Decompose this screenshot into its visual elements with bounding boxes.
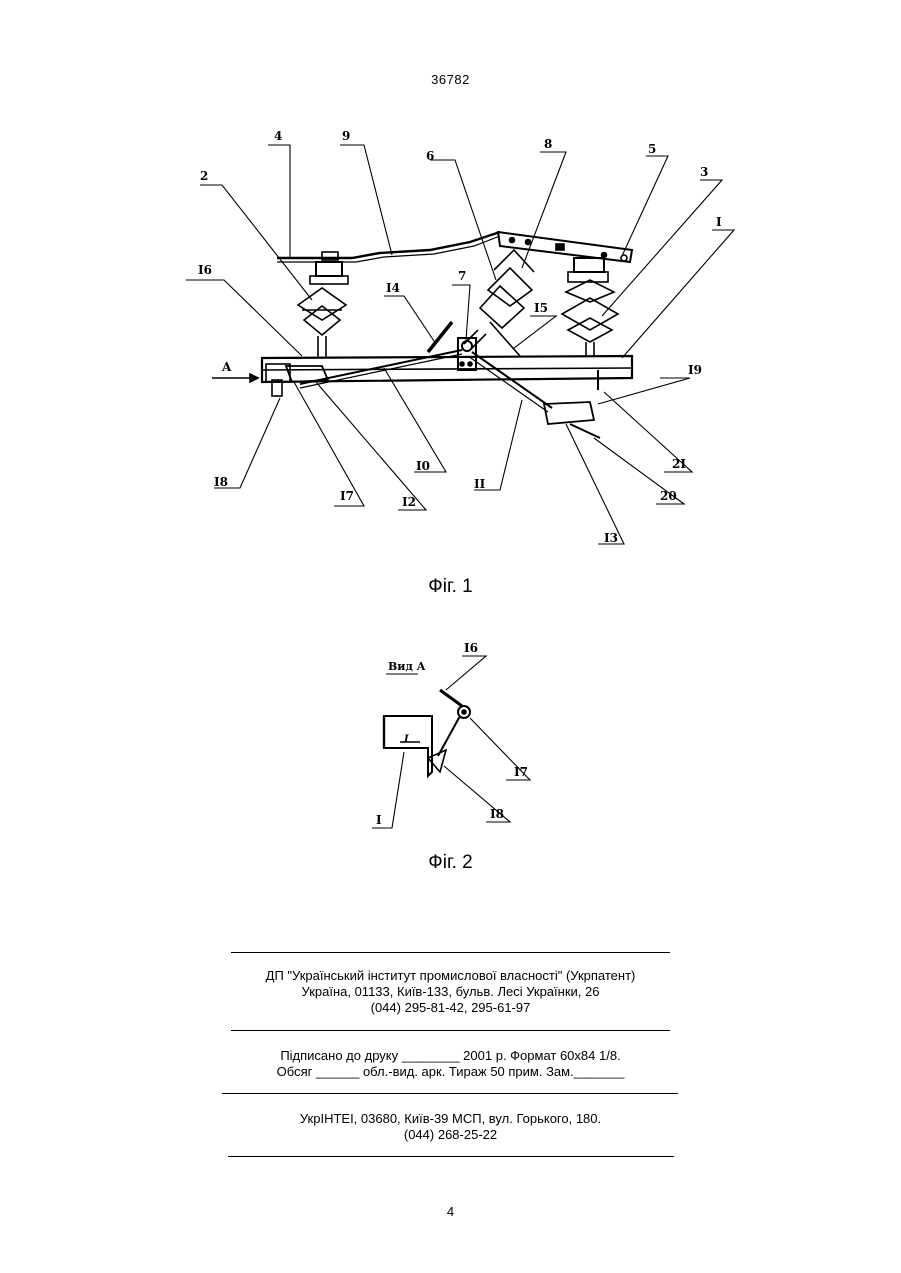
fig2-view-label: Вид А [388, 660, 426, 673]
fig2-label-16: I6 [464, 641, 478, 655]
imprint-publisher-line1: ДП "Український інститут промислової вла… [0, 968, 901, 984]
divider-1 [231, 952, 670, 953]
divider-4 [228, 1156, 674, 1157]
imprint-publisher-line3: (044) 295-81-42, 295-61-97 [0, 1000, 901, 1016]
imprint-printer: УкрІНТЕІ, 03680, Київ-39 МСП, вул. Горьк… [0, 1111, 901, 1143]
imprint-printer-line2: (044) 268-25-22 [0, 1127, 901, 1143]
fig2-label-18: I8 [490, 807, 504, 821]
figure-2-drawing: Вид А I6 I7 I8 I I [0, 0, 901, 900]
imprint-print-info: Підписано до друку ________ 2001 р. Форм… [0, 1048, 901, 1080]
fig2-label-17: I7 [514, 765, 528, 779]
divider-2 [231, 1030, 670, 1031]
imprint-publisher-line2: Україна, 01133, Київ-133, бульв. Лесі Ук… [0, 984, 901, 1000]
figure-2-caption: Фіг. 2 [0, 852, 901, 874]
imprint-print-line2: Обсяг ______ обл.-вид. арк. Тираж 50 при… [0, 1064, 901, 1080]
page-number: 4 [0, 1204, 901, 1219]
divider-3 [222, 1093, 678, 1094]
imprint-printer-line1: УкрІНТЕІ, 03680, Київ-39 МСП, вул. Горьк… [0, 1111, 901, 1127]
imprint-print-line1: Підписано до друку ________ 2001 р. Форм… [0, 1048, 901, 1064]
fig2-inner-label-1: I [403, 734, 409, 745]
fig2-label-1: I [376, 813, 382, 827]
imprint-publisher: ДП "Український інститут промислової вла… [0, 968, 901, 1016]
